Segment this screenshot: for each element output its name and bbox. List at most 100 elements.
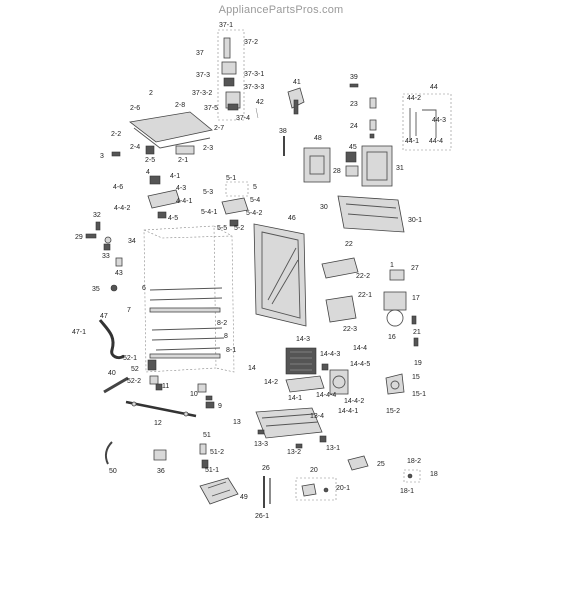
part-49-ice-bucket[interactable] [199,477,239,505]
main-cabinet[interactable] [143,225,235,373]
part-44-wire-harness[interactable] [402,93,452,151]
label-4-4-2: 4-4-2 [114,205,130,212]
label-35: 35 [92,286,100,293]
part-39-23-24-small-parts[interactable] [349,83,377,139]
label-5-4-1: 5-4-1 [201,209,217,216]
part-12-bottom-rail[interactable] [125,400,197,418]
part-18-sensor[interactable] [403,469,421,483]
label-2-3: 2-3 [203,145,213,152]
part-13-drain-pan[interactable] [255,407,327,449]
part-10-11-9-small[interactable] [197,383,215,409]
label-52-2: 52-2 [127,378,141,385]
part-22-duct[interactable] [321,257,359,279]
label-18: 18 [430,471,438,478]
label-37: 37 [196,50,204,57]
label-5-4: 5-4 [250,197,260,204]
label-25: 25 [377,461,385,468]
label-2: 2 [149,90,153,97]
label-17: 17 [412,295,420,302]
part-41-sensor[interactable] [287,87,305,115]
label-8-1: 8-1 [226,347,236,354]
part-22-1-damper[interactable] [325,295,357,323]
part-14-2-tray[interactable] [285,375,325,393]
label-51-2: 51-2 [210,449,224,456]
part-51-valve[interactable] [199,443,209,469]
label-22-2: 22-2 [356,273,370,280]
label-14-4-2: 14-4-2 [344,398,364,405]
label-37-5: 37-5 [204,105,218,112]
label-14: 14 [248,365,256,372]
label-26-1: 26-1 [255,513,269,520]
label-39: 39 [350,74,358,81]
label-4-6: 4-6 [113,184,123,191]
label-2-2: 2-2 [111,131,121,138]
label-7: 7 [127,307,131,314]
label-52: 52 [131,366,139,373]
part-2-top-cover[interactable] [129,111,213,155]
label-5-2: 5-2 [234,225,244,232]
part-4-left-hinge[interactable] [147,175,181,219]
label-21: 21 [413,329,421,336]
part-14-4-fan[interactable] [321,363,349,395]
label-20: 20 [310,467,318,474]
label-14-1: 14-1 [288,395,302,402]
part-31-board[interactable] [361,145,393,187]
part-40-rail[interactable] [103,376,129,394]
part-30-rear-cover[interactable] [337,195,405,233]
part-5-right-hinge[interactable] [221,181,249,227]
label-2-1: 2-1 [178,157,188,164]
part-20-thermostat-box[interactable] [295,477,337,501]
label-16: 16 [388,334,396,341]
label-5: 5 [253,184,257,191]
label-5-5: 5-5 [217,225,227,232]
part-3-screw[interactable] [111,151,121,157]
label-40: 40 [108,370,116,377]
label-28: 28 [333,168,341,175]
part-15-fan-bracket[interactable] [385,373,405,395]
label-15: 15 [412,374,420,381]
label-8-2: 8-2 [217,320,227,327]
label-24: 24 [350,123,358,130]
label-9: 9 [218,403,222,410]
label-42: 42 [256,99,264,106]
part-left-fasteners[interactable] [85,221,123,292]
part-27-17-fan-motor[interactable] [383,269,419,347]
label-36: 36 [157,468,165,475]
part-46-rear-panel[interactable] [253,223,307,327]
label-32: 32 [93,212,101,219]
label-14-4: 14-4 [353,345,367,352]
label-30: 30 [320,204,328,211]
part-14-3-evaporator[interactable] [285,347,317,375]
label-22-1: 22-1 [358,292,372,299]
label-37-1: 37-1 [219,22,233,29]
label-1: 1 [390,262,394,269]
label-47: 47 [100,313,108,320]
label-13: 13 [233,419,241,426]
label-2-5: 2-5 [145,157,155,164]
part-36-bracket[interactable] [153,449,167,461]
label-18-1: 18-1 [400,488,414,495]
label-34: 34 [128,238,136,245]
part-37-hinge-assembly[interactable] [217,29,245,121]
label-13-4: 13-4 [310,413,324,420]
label-14-4-3: 14-4-3 [320,351,340,358]
label-2-4: 2-4 [130,144,140,151]
watermark: AppliancePartsPros.com [218,4,344,16]
part-50-hose[interactable] [104,441,113,465]
label-18-2: 18-2 [407,458,421,465]
part-52-leveling-legs[interactable] [147,359,163,391]
label-27: 27 [411,265,419,272]
label-45: 45 [349,144,357,151]
part-25-valve[interactable] [347,455,369,471]
label-2-6: 2-6 [130,105,140,112]
label-46: 46 [288,215,296,222]
label-33: 33 [102,253,110,260]
label-31: 31 [396,165,404,172]
label-37-3-2: 37-3-2 [192,90,212,97]
part-48-panel[interactable] [303,147,331,183]
part-47-door-gasket-strip[interactable] [98,319,125,360]
label-49: 49 [240,494,248,501]
part-26-heater-rods[interactable] [263,476,271,508]
part-45-28-modules[interactable] [345,151,359,177]
label-14-4-5: 14-4-5 [350,361,370,368]
